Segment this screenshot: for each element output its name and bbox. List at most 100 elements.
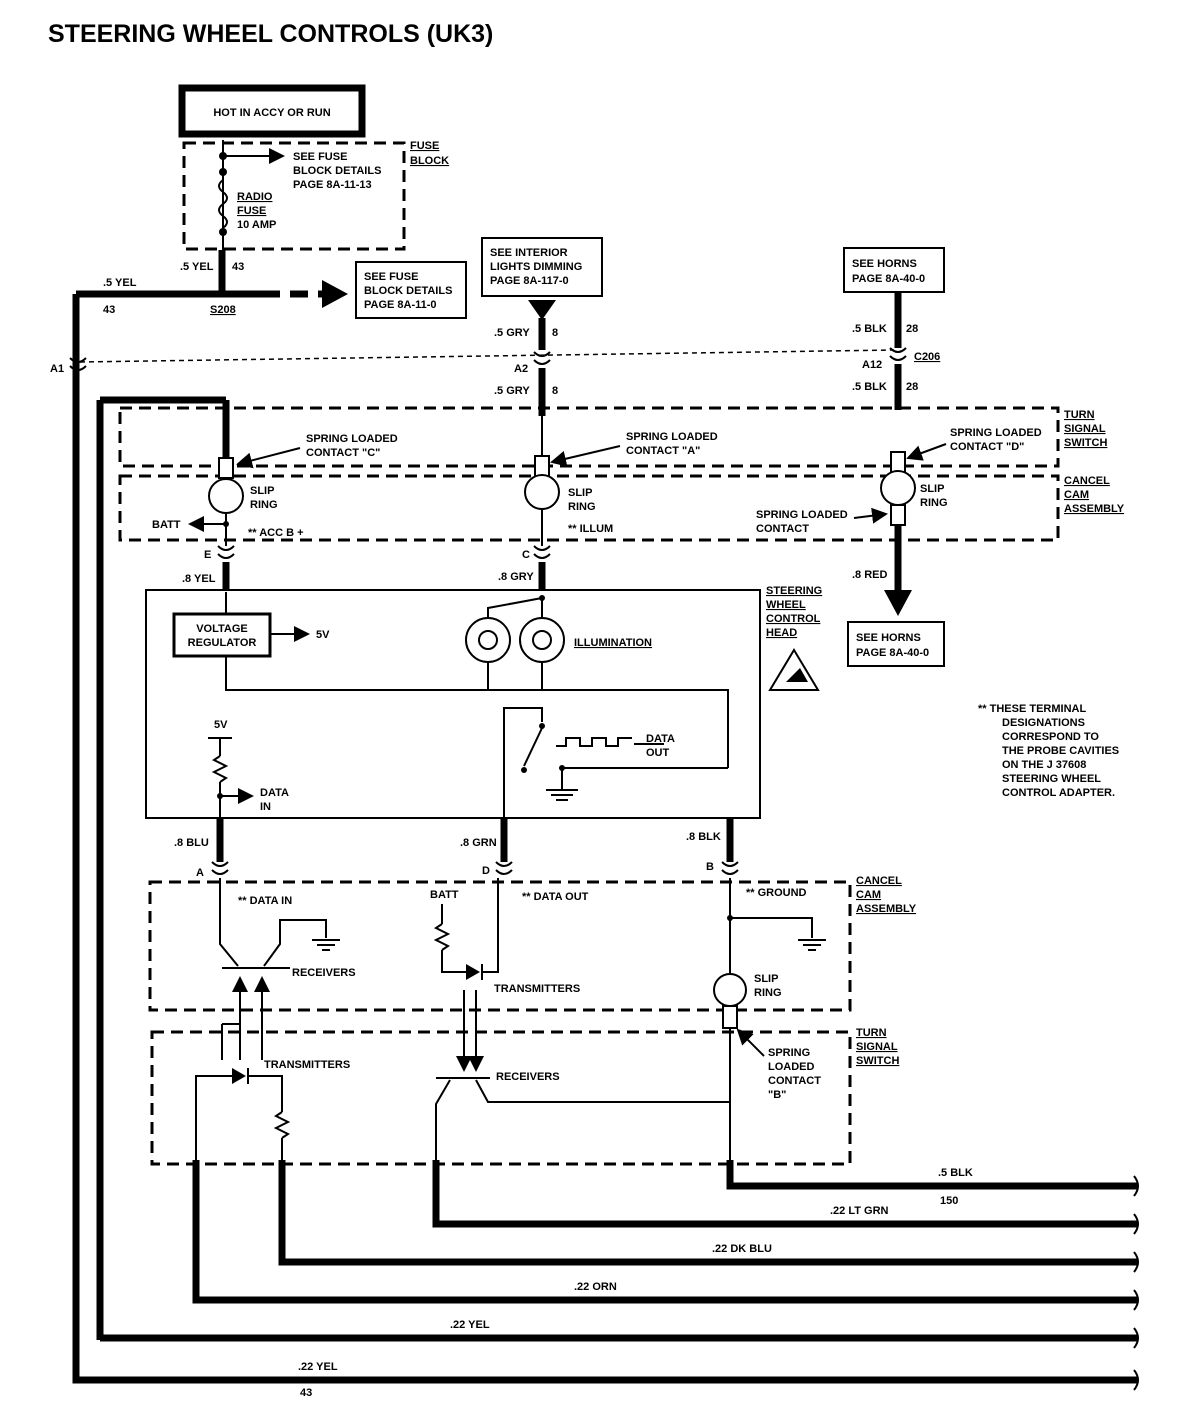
connector-a1: A1 [50,357,87,375]
diagram-label: .22 YEL [450,1319,490,1331]
diagram-label: .8 GRY [498,571,534,583]
illumination-bulb-icon [519,617,565,663]
diagram-label: ** GROUND [746,887,807,899]
diagram-label: RING [920,497,948,509]
diagram-label: SEE FUSE [364,271,418,283]
diagram-label: CORRESPOND TO [1002,731,1099,743]
diagram-label: OUT [646,747,670,759]
diagram-label: SEE INTERIOR [490,247,568,259]
diagram-label: DATA [646,733,675,745]
see-horns-bottom-box: SEE HORNS PAGE 8A-40-0 [847,621,945,667]
diagram-label: CAM [1064,489,1089,501]
diagram-label: ILLUMINATION [574,637,652,649]
diagram-label: TRANSMITTERS [494,983,580,995]
diagram-label: RECEIVERS [496,1071,560,1083]
diagram-label: STEERING WHEEL [1002,773,1101,785]
diagram-label: 10 AMP [237,219,276,231]
see-horns-top-box: SEE HORNS PAGE 8A-40-0 [843,247,945,293]
diagram-label: REGULATOR [188,637,257,649]
turn-signal-lower-outline [150,1030,852,1166]
diagram-label: E [204,549,211,561]
fuse-block: FUSE BLOCK SEE FUSE BLOCK DETAILS PAGE 8… [182,140,449,290]
diagram-label: 28 [906,323,918,335]
diagram-label: D [482,865,490,877]
diagram-label: DESIGNATIONS [1002,717,1085,729]
diagram-label: .8 BLU [174,837,209,849]
diagram-label: 8 [552,327,558,339]
diagram-label: SEE HORNS [856,632,921,644]
diagram-label: A12 [862,359,882,371]
diagram-label: CANCEL [856,875,902,887]
diagram-label: BATT [430,889,459,901]
diagram-label: 8 [552,385,558,397]
diagram-label: CONTACT "A" [626,445,700,457]
diagram-label: SLIP [920,483,944,495]
diagram-label: RING [754,987,782,999]
diagram-label: CONTROL [766,613,821,625]
illumination-bulb-icon [465,617,511,663]
diagram-label: B [706,861,714,873]
diagram-label: SPRING LOADED [756,509,848,521]
diagram-label: 43 [300,1387,312,1399]
diagram-label: LIGHTS DIMMING [490,261,582,273]
diagram-label: SPRING LOADED [626,431,718,443]
diagram-label: .5 YEL [103,277,137,289]
diagram-label: 5V [214,719,228,731]
diagram-label: SPRING [768,1047,810,1059]
diagram-label: .8 YEL [182,573,216,585]
diagram-label: ** THESE TERMINAL [978,703,1086,715]
diagram-label: CAM [856,889,881,901]
diagram-label: PAGE 8A-40-0 [856,647,929,659]
diagram-label: DATA [260,787,289,799]
see-fuse-block-box: SEE FUSE BLOCK DETAILS PAGE 8A-11-0 [355,261,467,319]
diagram-label: BLOCK DETAILS [293,165,381,177]
diagram-label: CANCEL [1064,475,1110,487]
diagram-label: 43 [232,261,244,273]
diagram-label: SPRING LOADED [950,427,1042,439]
diagram-label: RING [568,501,596,513]
diagram-label: SEE HORNS [852,258,917,270]
diagram-label: RADIO [237,191,273,203]
power-source-box: HOT IN ACCY OR RUN [178,84,366,138]
see-interior-lights-box: SEE INTERIOR LIGHTS DIMMING PAGE 8A-117-… [481,237,603,297]
diagram-label: LOADED [768,1061,815,1073]
diagram-label: .8 GRN [460,837,497,849]
diagram-label: SEE FUSE [293,151,347,163]
diagram-label: .5 GRY [494,385,530,397]
diagram-label: CONTACT "D" [950,441,1024,453]
diagram-label: 150 [940,1195,958,1207]
diagram-label: A1 [50,363,64,375]
diagram-label: WHEEL [766,599,806,611]
diagram-label: RECEIVERS [292,967,356,979]
diagram-label: PAGE 8A-11-13 [293,179,372,191]
diagram-label: ON THE J 37608 [1002,759,1086,771]
diagram-label: 43 [103,304,115,316]
diagram-label: A2 [514,363,528,375]
diagram-label: .22 LT GRN [830,1205,889,1217]
diagram-label: TURN [1064,409,1095,421]
diagram-label: ASSEMBLY [1064,503,1125,515]
cancel-cam-lower-outline [148,880,852,1012]
diagram-label: ** ACC B + [248,527,304,539]
diagram-label: BLOCK DETAILS [364,285,452,297]
diagram-label: .5 GRY [494,327,530,339]
diagram-label: HOT IN ACCY OR RUN [213,107,330,119]
diagram-label: SLIP [568,487,592,499]
diagram-label: SIGNAL [856,1041,898,1053]
diagram-label: SWITCH [856,1055,899,1067]
diagram-label: .8 RED [852,569,888,581]
diagram-label: CONTROL ADAPTER. [1002,787,1115,799]
diagram-label: .22 YEL [298,1361,338,1373]
diagram-label: SPRING LOADED [306,433,398,445]
diagram-label: SIGNAL [1064,423,1106,435]
diagram-label: PAGE 8A-117-0 [490,275,569,287]
connector-a2: A2 [514,351,551,375]
diagram-label: STEERING [766,585,822,597]
diagram-label: PAGE 8A-40-0 [852,273,925,285]
diagram-label: ** DATA IN [238,895,292,907]
diagram-label: .8 BLK [686,831,721,843]
diagram-label: ** ILLUM [568,523,613,535]
diagram-label: .22 ORN [574,1281,617,1293]
diagram-label: 5V [316,629,330,641]
